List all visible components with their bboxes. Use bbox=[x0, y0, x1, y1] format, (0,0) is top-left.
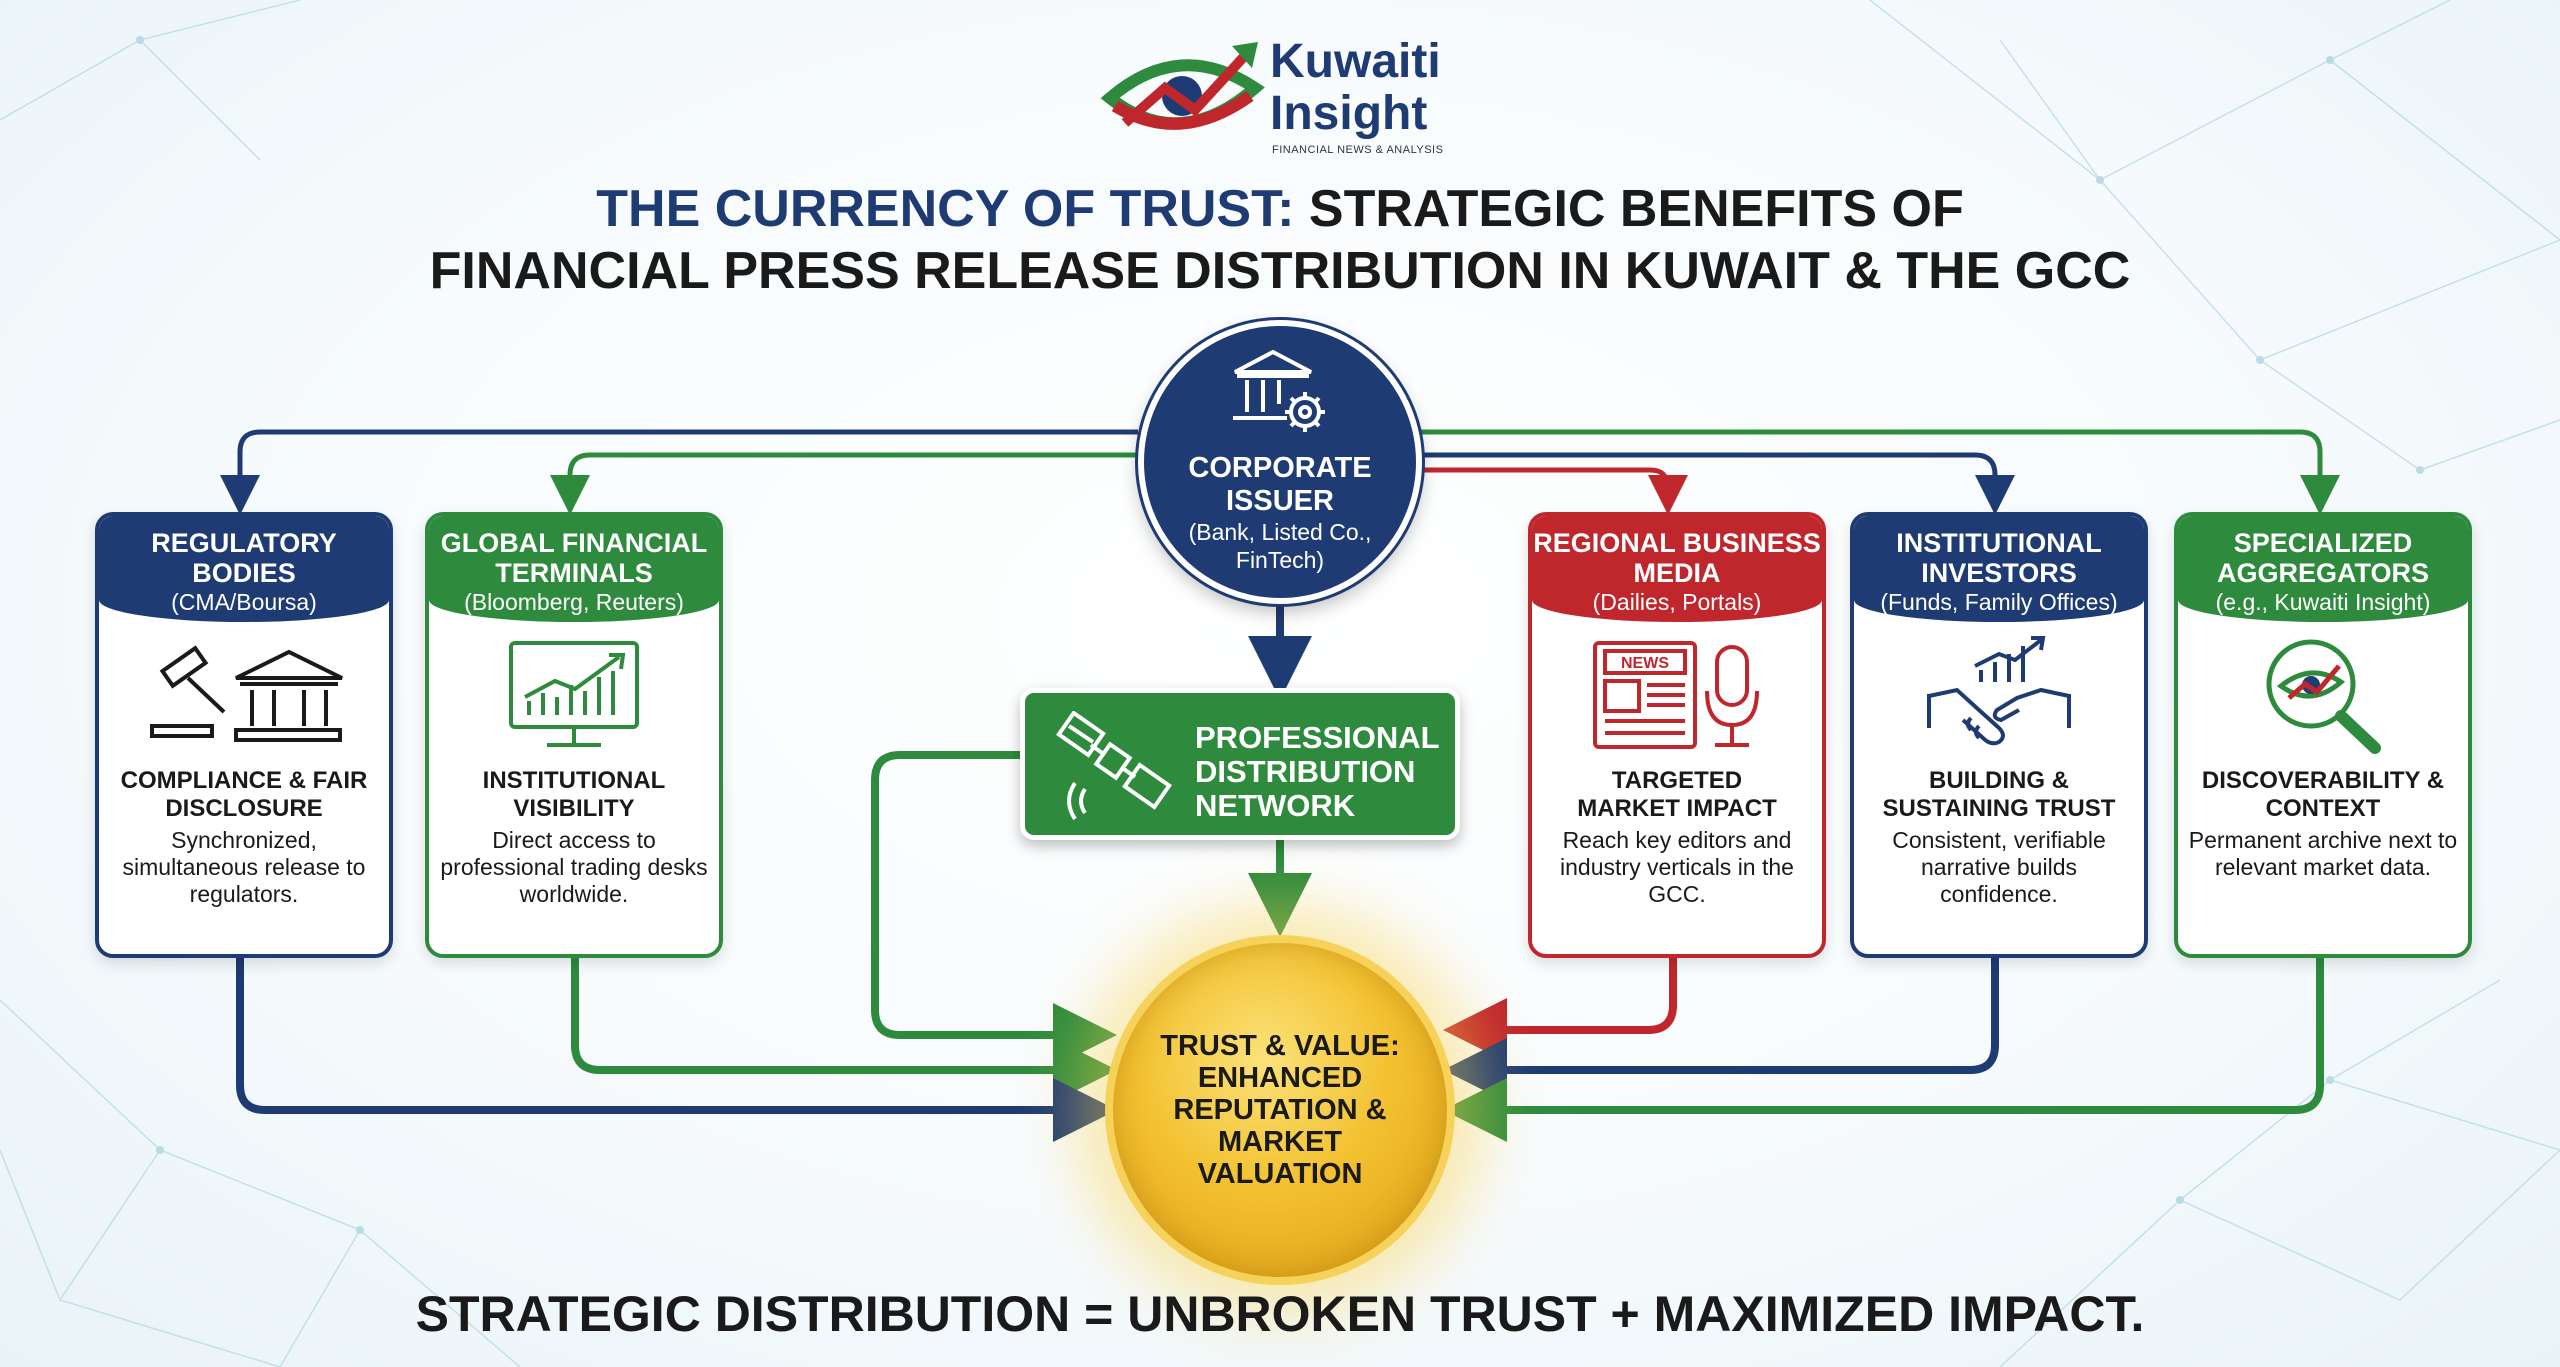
svg-text:NEWS: NEWS bbox=[1621, 655, 1669, 672]
chart-monitor-icon bbox=[509, 640, 639, 747]
card-header-title: REGULATORY BODIES bbox=[151, 528, 337, 588]
card-body: Reach key editors and industry verticals… bbox=[1560, 827, 1794, 907]
footer-tagline: STRATEGIC DISTRIBUTION = UNBROKEN TRUST … bbox=[415, 1286, 2145, 1342]
card-header: GLOBAL FINANCIAL TERMINALS (Bloomberg, R… bbox=[429, 516, 719, 622]
title-line1-rest: STRATEGIC BENEFITS OF bbox=[1308, 180, 1964, 238]
outcome-label: TRUST & VALUE: ENHANCED REPUTATION & MAR… bbox=[1160, 1030, 1400, 1190]
card-title: COMPLIANCE & FAIR DISCLOSURE bbox=[120, 767, 368, 822]
card-body: Consistent, verifiable narrative builds … bbox=[1892, 827, 2106, 907]
title-line2: FINANCIAL PRESS RELEASE DISTRIBUTION IN … bbox=[429, 242, 2131, 300]
brand-logo: Kuwaiti Insight FINANCIAL NEWS & ANALYSI… bbox=[1100, 22, 1480, 172]
connector-issuer-investors bbox=[1420, 452, 2015, 515]
distribution-network-node: PROFESSIONAL DISTRIBUTION NETWORK bbox=[1020, 688, 1460, 840]
connector-issuer-terminals bbox=[550, 452, 1140, 515]
connector-distribution-loop bbox=[871, 751, 1117, 1067]
card-body: Synchronized, simultaneous release to re… bbox=[122, 827, 366, 907]
card-header-title: REGIONAL BUSINESS MEDIA bbox=[1533, 528, 1821, 588]
brand-name-line1: Kuwaiti bbox=[1270, 35, 1441, 88]
card-header-title: INSTITUTIONAL INVESTORS bbox=[1896, 528, 2102, 588]
connector-issuer-aggregators bbox=[1420, 429, 2340, 515]
card-header-title: SPECIALIZED AGGREGATORS bbox=[2216, 528, 2430, 588]
connector-issuer-media bbox=[1420, 467, 1688, 515]
card-header-title: GLOBAL FINANCIAL TERMINALS bbox=[440, 528, 708, 588]
card-institutional-investors: INSTITUTIONAL INVESTORS (Funds, Family O… bbox=[1850, 512, 2148, 958]
distribution-label-line3: NETWORK bbox=[1195, 788, 1356, 823]
newspaper-microphone-icon: NEWS bbox=[1593, 640, 1759, 749]
brand-name: Kuwaiti Insight bbox=[1270, 36, 1441, 140]
card-header-subtitle: (Funds, Family Offices) bbox=[1880, 589, 2118, 615]
connector-issuer-regulatory bbox=[220, 429, 1138, 515]
card-regulatory-bodies: REGULATORY BODIES (CMA/Boursa) COMPLIANC… bbox=[95, 512, 393, 958]
issuer-title-line1: CORPORATE bbox=[1188, 452, 1372, 484]
distribution-label-line2: DISTRIBUTION bbox=[1195, 754, 1416, 789]
card-title: DISCOVERABILITY & CONTEXT bbox=[2201, 767, 2445, 822]
card-global-financial-terminals: GLOBAL FINANCIAL TERMINALS (Bloomberg, R… bbox=[425, 512, 723, 958]
connector-aggregators-trust bbox=[1443, 950, 2324, 1142]
card-body: Direct access to professional trading de… bbox=[440, 827, 708, 907]
card-header: SPECIALIZED AGGREGATORS (e.g., Kuwaiti I… bbox=[2178, 516, 2468, 622]
kuwaiti-insight-eye-icon bbox=[1100, 42, 1265, 130]
connector-terminals-trust bbox=[571, 950, 1117, 1102]
card-header-subtitle: (CMA/Boursa) bbox=[171, 589, 317, 615]
distribution-label-line1: PROFESSIONAL bbox=[1195, 720, 1440, 755]
trust-value-outcome: TRUST & VALUE: ENHANCED REPUTATION & MAR… bbox=[1105, 935, 1455, 1285]
brand-tagline: FINANCIAL NEWS & ANALYSIS bbox=[1272, 144, 1444, 156]
card-title: INSTITUTIONAL VISIBILITY bbox=[482, 767, 666, 822]
card-regional-business-media: REGIONAL BUSINESS MEDIA (Dailies, Portal… bbox=[1528, 512, 1826, 958]
handshake-chart-icon bbox=[1927, 636, 2071, 746]
magnifier-logo-icon bbox=[2266, 639, 2381, 754]
card-header: INSTITUTIONAL INVESTORS (Funds, Family O… bbox=[1854, 516, 2144, 622]
connector-regulatory-trust bbox=[236, 950, 1117, 1142]
connector-investors-trust bbox=[1443, 950, 1999, 1102]
bank-gear-icon bbox=[1233, 349, 1325, 432]
gavel-courthouse-icon bbox=[150, 644, 343, 742]
card-title: TARGETED MARKET IMPACT bbox=[1577, 767, 1777, 822]
satellite-icon bbox=[1056, 711, 1172, 821]
brand-name-line2: Insight bbox=[1270, 87, 1428, 140]
card-title: BUILDING & SUSTAINING TRUST bbox=[1882, 767, 2116, 822]
card-header: REGIONAL BUSINESS MEDIA (Dailies, Portal… bbox=[1532, 516, 1822, 622]
title-highlight: THE CURRENCY OF TRUST: bbox=[596, 180, 1295, 238]
card-header-subtitle: (e.g., Kuwaiti Insight) bbox=[2215, 589, 2431, 615]
page-title: THE CURRENCY OF TRUST: STRATEGIC BENEFIT… bbox=[300, 178, 2260, 302]
connector-media-trust bbox=[1443, 950, 1677, 1062]
card-body: Permanent archive next to relevant marke… bbox=[2188, 827, 2458, 880]
issuer-title-line2: ISSUER bbox=[1226, 485, 1334, 517]
card-header-subtitle: (Bloomberg, Reuters) bbox=[464, 589, 684, 615]
card-specialized-aggregators: SPECIALIZED AGGREGATORS (e.g., Kuwaiti I… bbox=[2174, 512, 2472, 958]
card-header: REGULATORY BODIES (CMA/Boursa) bbox=[99, 516, 389, 622]
issuer-subtitle: (Bank, Listed Co., FinTech) bbox=[1188, 519, 1372, 573]
card-header-subtitle: (Dailies, Portals) bbox=[1592, 589, 1762, 615]
